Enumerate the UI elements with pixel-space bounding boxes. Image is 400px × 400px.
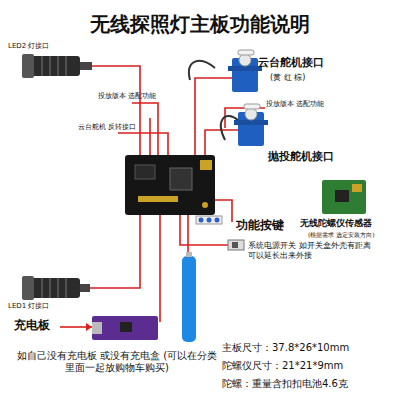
part-label: 云台舵机 反转接口	[78, 123, 158, 131]
part-label: 陀螺仪尺寸：21*21*9mm	[222, 360, 400, 372]
servo-motor	[221, 104, 268, 146]
part-label: 充电板	[14, 318, 74, 332]
part-label: 系统电源开关 如开关盒外壳有距离 可以延长出来外接	[248, 241, 378, 260]
part-label: (根据需求 选定安装方向)	[308, 231, 400, 238]
led-lamp	[22, 276, 90, 300]
diagram-title: 无线探照灯主板功能说明	[0, 12, 400, 36]
gyro-sensor	[322, 180, 366, 214]
led-lamp	[22, 54, 92, 78]
part-label: LED2 灯接口	[8, 42, 88, 50]
arrow-head	[86, 323, 92, 331]
red-wire	[60, 66, 265, 327]
power-switch	[228, 240, 244, 250]
part-label: (黄 红 棕)	[270, 73, 350, 83]
button-row	[196, 216, 222, 224]
part-label: 陀螺：重量含扣扣电池4.6克	[222, 378, 400, 390]
part-label: 主板尺寸：37.8*26*10mm	[222, 342, 400, 354]
part-label: 如自己没有充电板 或没有充电盒 (可以在分类里面一起放购物车购买)	[12, 350, 222, 374]
part-label: 投放版本 选配功能	[266, 100, 366, 108]
battery-cell	[182, 252, 196, 342]
servo-motor	[189, 50, 262, 92]
part-label: 抛投舵机接口	[268, 150, 388, 163]
part-label: 云台舵机接口	[258, 56, 398, 69]
main-pcb	[125, 155, 215, 215]
part-label: LED1 灯接口	[8, 302, 88, 310]
part-label: 无线陀螺仪传感器	[300, 218, 400, 229]
part-label: 投放版本 选配功能	[98, 92, 188, 100]
charger-board	[92, 316, 158, 340]
